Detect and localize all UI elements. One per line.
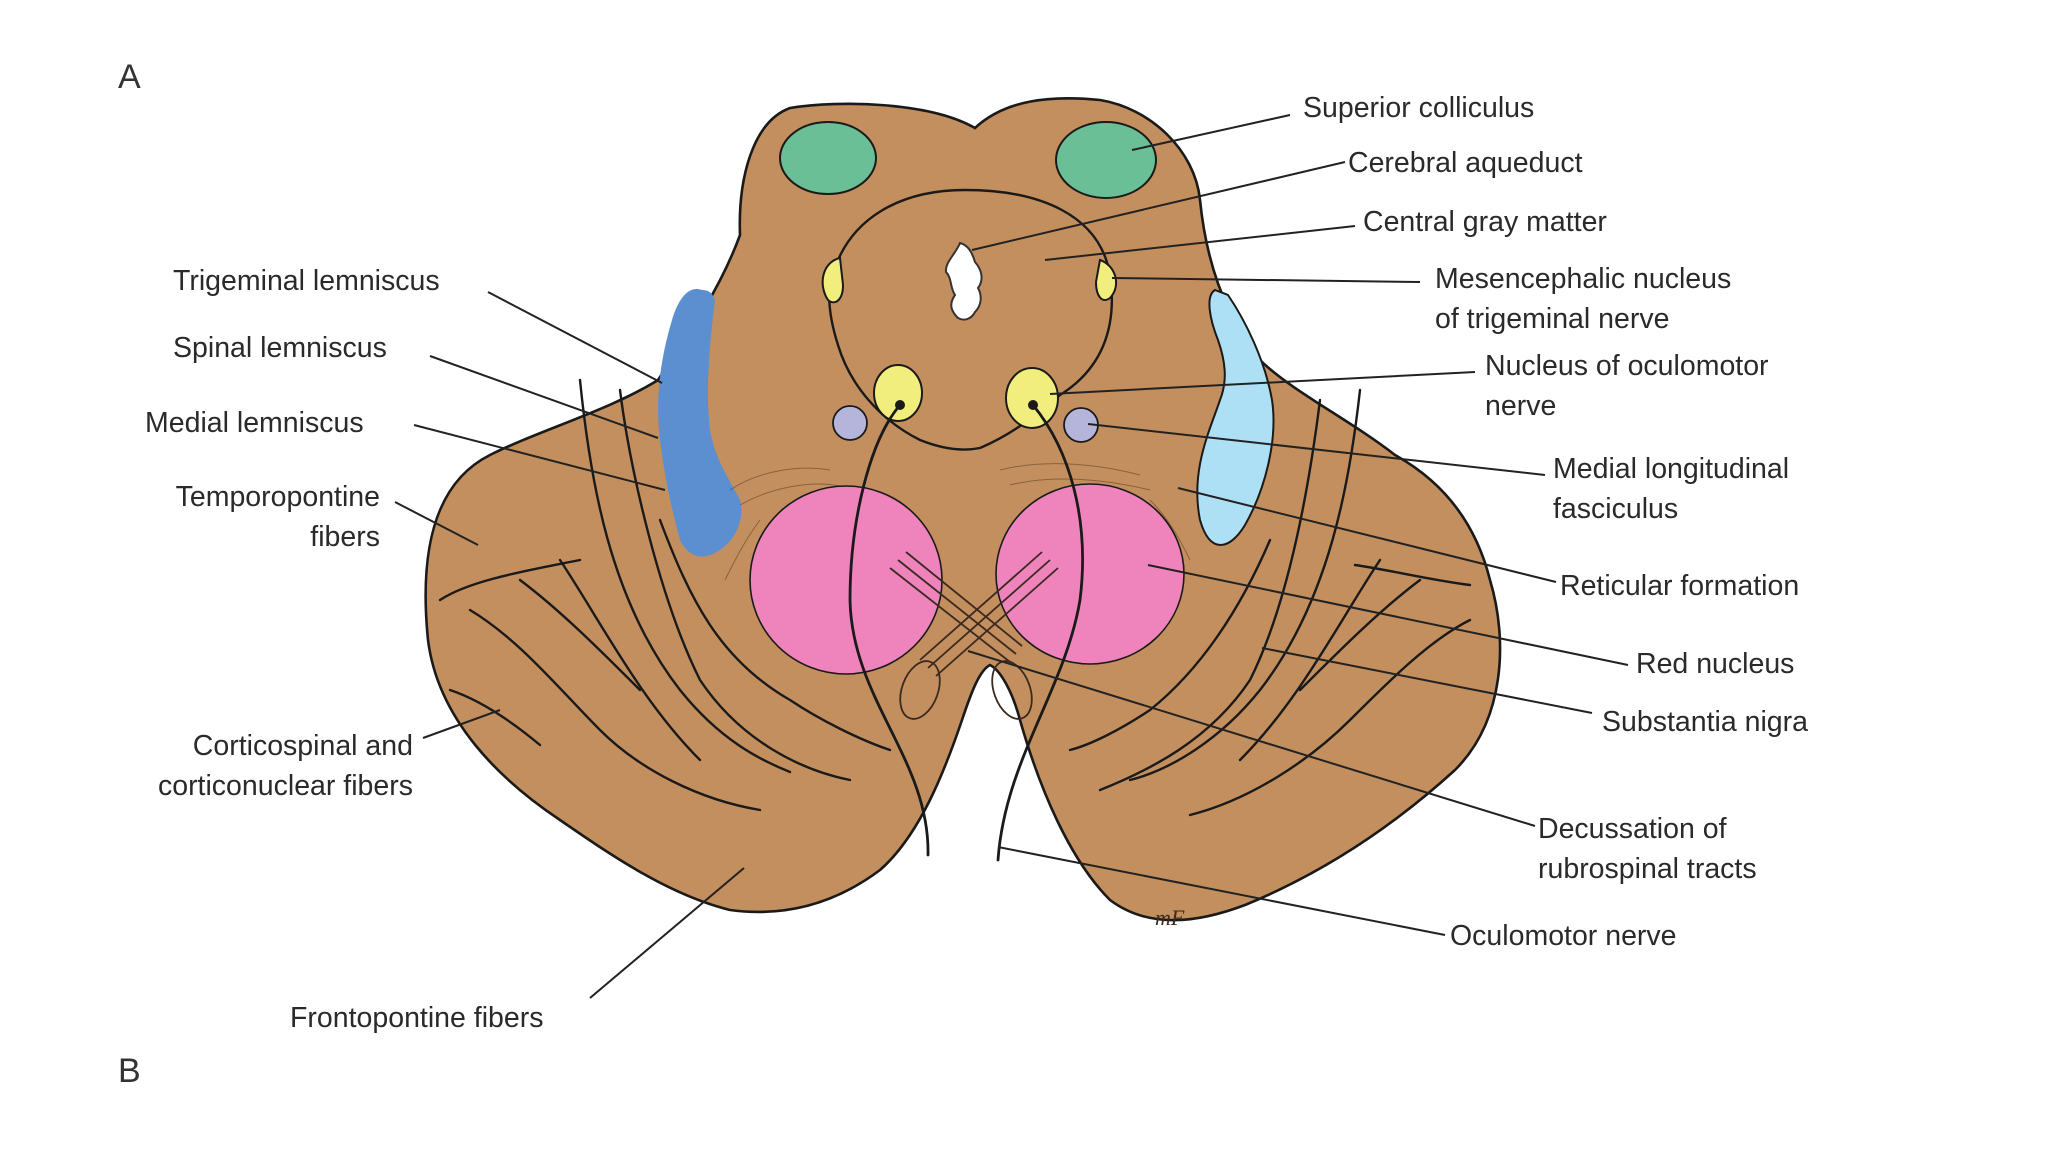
label-trigeminal-lemniscus: Trigeminal lemniscus bbox=[173, 265, 440, 297]
label-reticular-formation: Reticular formation bbox=[1560, 570, 1799, 602]
label-spinal-lemniscus: Spinal lemniscus bbox=[173, 332, 387, 364]
mlf-left-dot bbox=[832, 405, 868, 441]
oculomotor-fiber-origin-right bbox=[1028, 400, 1038, 410]
oculomotor-nerve-fibers bbox=[848, 403, 1084, 862]
label-substantia-nigra: Substantia nigra bbox=[1602, 706, 1808, 738]
label-oculomotor-nucleus-line2: nerve bbox=[1485, 390, 1556, 422]
cerebral-aqueduct-shape bbox=[944, 241, 983, 321]
artist-signature: mF bbox=[1155, 905, 1185, 930]
mesencephalic-nucleus-right bbox=[1094, 258, 1118, 301]
tissue-grooves bbox=[438, 378, 1472, 817]
label-temporopontine-line1: Temporopontine bbox=[176, 481, 380, 513]
label-mesencephalic-line2: of trigeminal nerve bbox=[1435, 303, 1669, 335]
spinal-lemniscus-right-region bbox=[1196, 288, 1275, 546]
left-leader-lines bbox=[394, 291, 745, 999]
superior-colliculus-left bbox=[779, 121, 877, 195]
oculomotor-nucleus-right bbox=[1005, 367, 1059, 429]
label-mesencephalic-line1: Mesencephalic nucleus bbox=[1435, 263, 1731, 295]
red-nucleus-left bbox=[749, 485, 943, 675]
label-corticospinal-line1: Corticospinal and bbox=[193, 730, 413, 762]
label-superior-colliculus: Superior colliculus bbox=[1303, 92, 1534, 124]
midbrain-section bbox=[424, 97, 1502, 922]
right-leader-lines bbox=[967, 114, 1629, 936]
central-gray-matter bbox=[828, 188, 1114, 451]
trigeminal-lemniscus-region bbox=[658, 289, 742, 557]
mesencephalic-nucleus-left bbox=[821, 256, 845, 304]
label-decussation-line1: Decussation of bbox=[1538, 813, 1727, 845]
label-mlf-line2: fasciculus bbox=[1553, 493, 1678, 525]
label-mlf-line1: Medial longitudinal bbox=[1553, 453, 1789, 485]
panel-letter-a: A bbox=[118, 58, 141, 96]
label-decussation-line2: rubrospinal tracts bbox=[1538, 853, 1757, 885]
label-oculomotor-nucleus-line1: Nucleus of oculomotor bbox=[1485, 350, 1769, 382]
oculomotor-nucleus-left bbox=[873, 364, 923, 422]
label-medial-lemniscus: Medial lemniscus bbox=[145, 407, 364, 439]
label-oculomotor-nerve: Oculomotor nerve bbox=[1450, 920, 1677, 952]
panel-letter-b: B bbox=[118, 1052, 141, 1090]
label-corticospinal-line2: corticonuclear fibers bbox=[158, 770, 413, 802]
label-frontopontine: Frontopontine fibers bbox=[290, 1002, 543, 1034]
label-cerebral-aqueduct: Cerebral aqueduct bbox=[1348, 147, 1583, 179]
label-central-gray-matter: Central gray matter bbox=[1363, 206, 1607, 238]
oculomotor-fiber-origin-left bbox=[895, 400, 905, 410]
superior-colliculus-right bbox=[1055, 121, 1157, 199]
label-temporopontine-line2: fibers bbox=[310, 521, 380, 553]
label-red-nucleus: Red nucleus bbox=[1636, 648, 1794, 680]
red-nucleus-right bbox=[995, 483, 1185, 665]
